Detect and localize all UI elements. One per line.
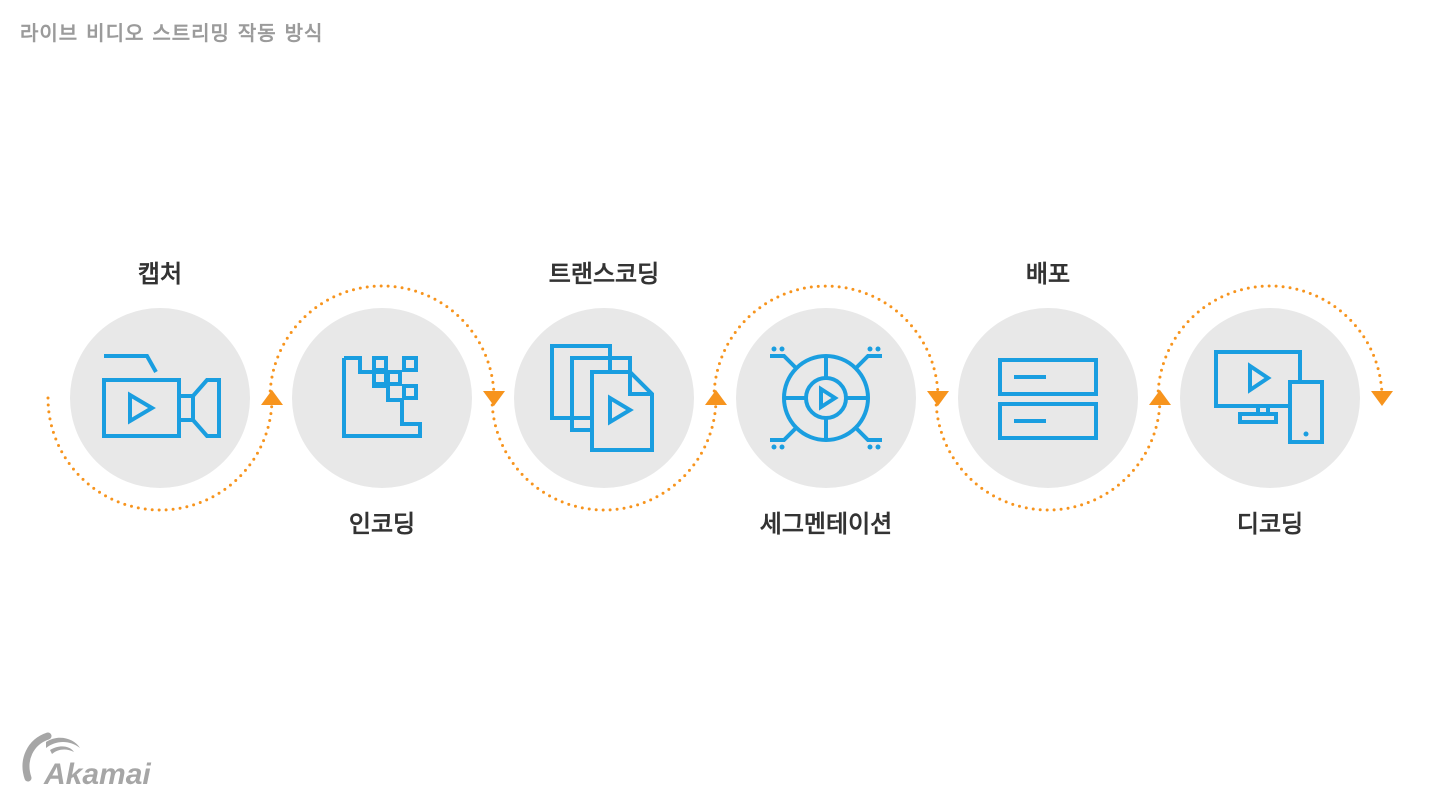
step-label: 디코딩 [1236, 510, 1304, 538]
stacked-video-files-icon [550, 344, 654, 452]
monitor-and-phone-icon [1214, 350, 1324, 444]
arrow-up-icon [261, 390, 283, 405]
segmented-play-circle-icon [770, 346, 882, 450]
dotted-arc [934, 396, 1162, 512]
dotted-arc [1156, 284, 1384, 400]
arrow-down-icon [927, 391, 949, 406]
dotted-arc [46, 396, 274, 512]
dotted-arc [268, 284, 496, 400]
step-label: 트랜스코딩 [548, 260, 660, 288]
akamai-logo: Akamai [18, 728, 168, 796]
step-label: 인코딩 [348, 510, 416, 538]
logo-text: Akamai [43, 758, 151, 791]
step-circle [958, 308, 1138, 488]
video-camera-icon [102, 354, 221, 438]
step-label: 배포 [1025, 260, 1071, 288]
pixel-blocks-icon [342, 356, 422, 438]
step-circle [1180, 308, 1360, 488]
dotted-arc [490, 396, 718, 512]
arrow-up-icon [705, 390, 727, 405]
step-circle [292, 308, 472, 488]
arrow-up-icon [1149, 390, 1171, 405]
step-circle [736, 308, 916, 488]
arrow-down-icon [483, 391, 505, 406]
step-label: 세그멘테이션 [759, 510, 893, 538]
dotted-arc [712, 284, 940, 400]
step-label: 캡처 [137, 260, 183, 288]
server-stack-icon [998, 358, 1098, 440]
arrow-down-icon [1371, 391, 1393, 406]
page-title: 라이브 비디오 스트리밍 작동 방식 [20, 21, 324, 45]
step-circle [70, 308, 250, 488]
